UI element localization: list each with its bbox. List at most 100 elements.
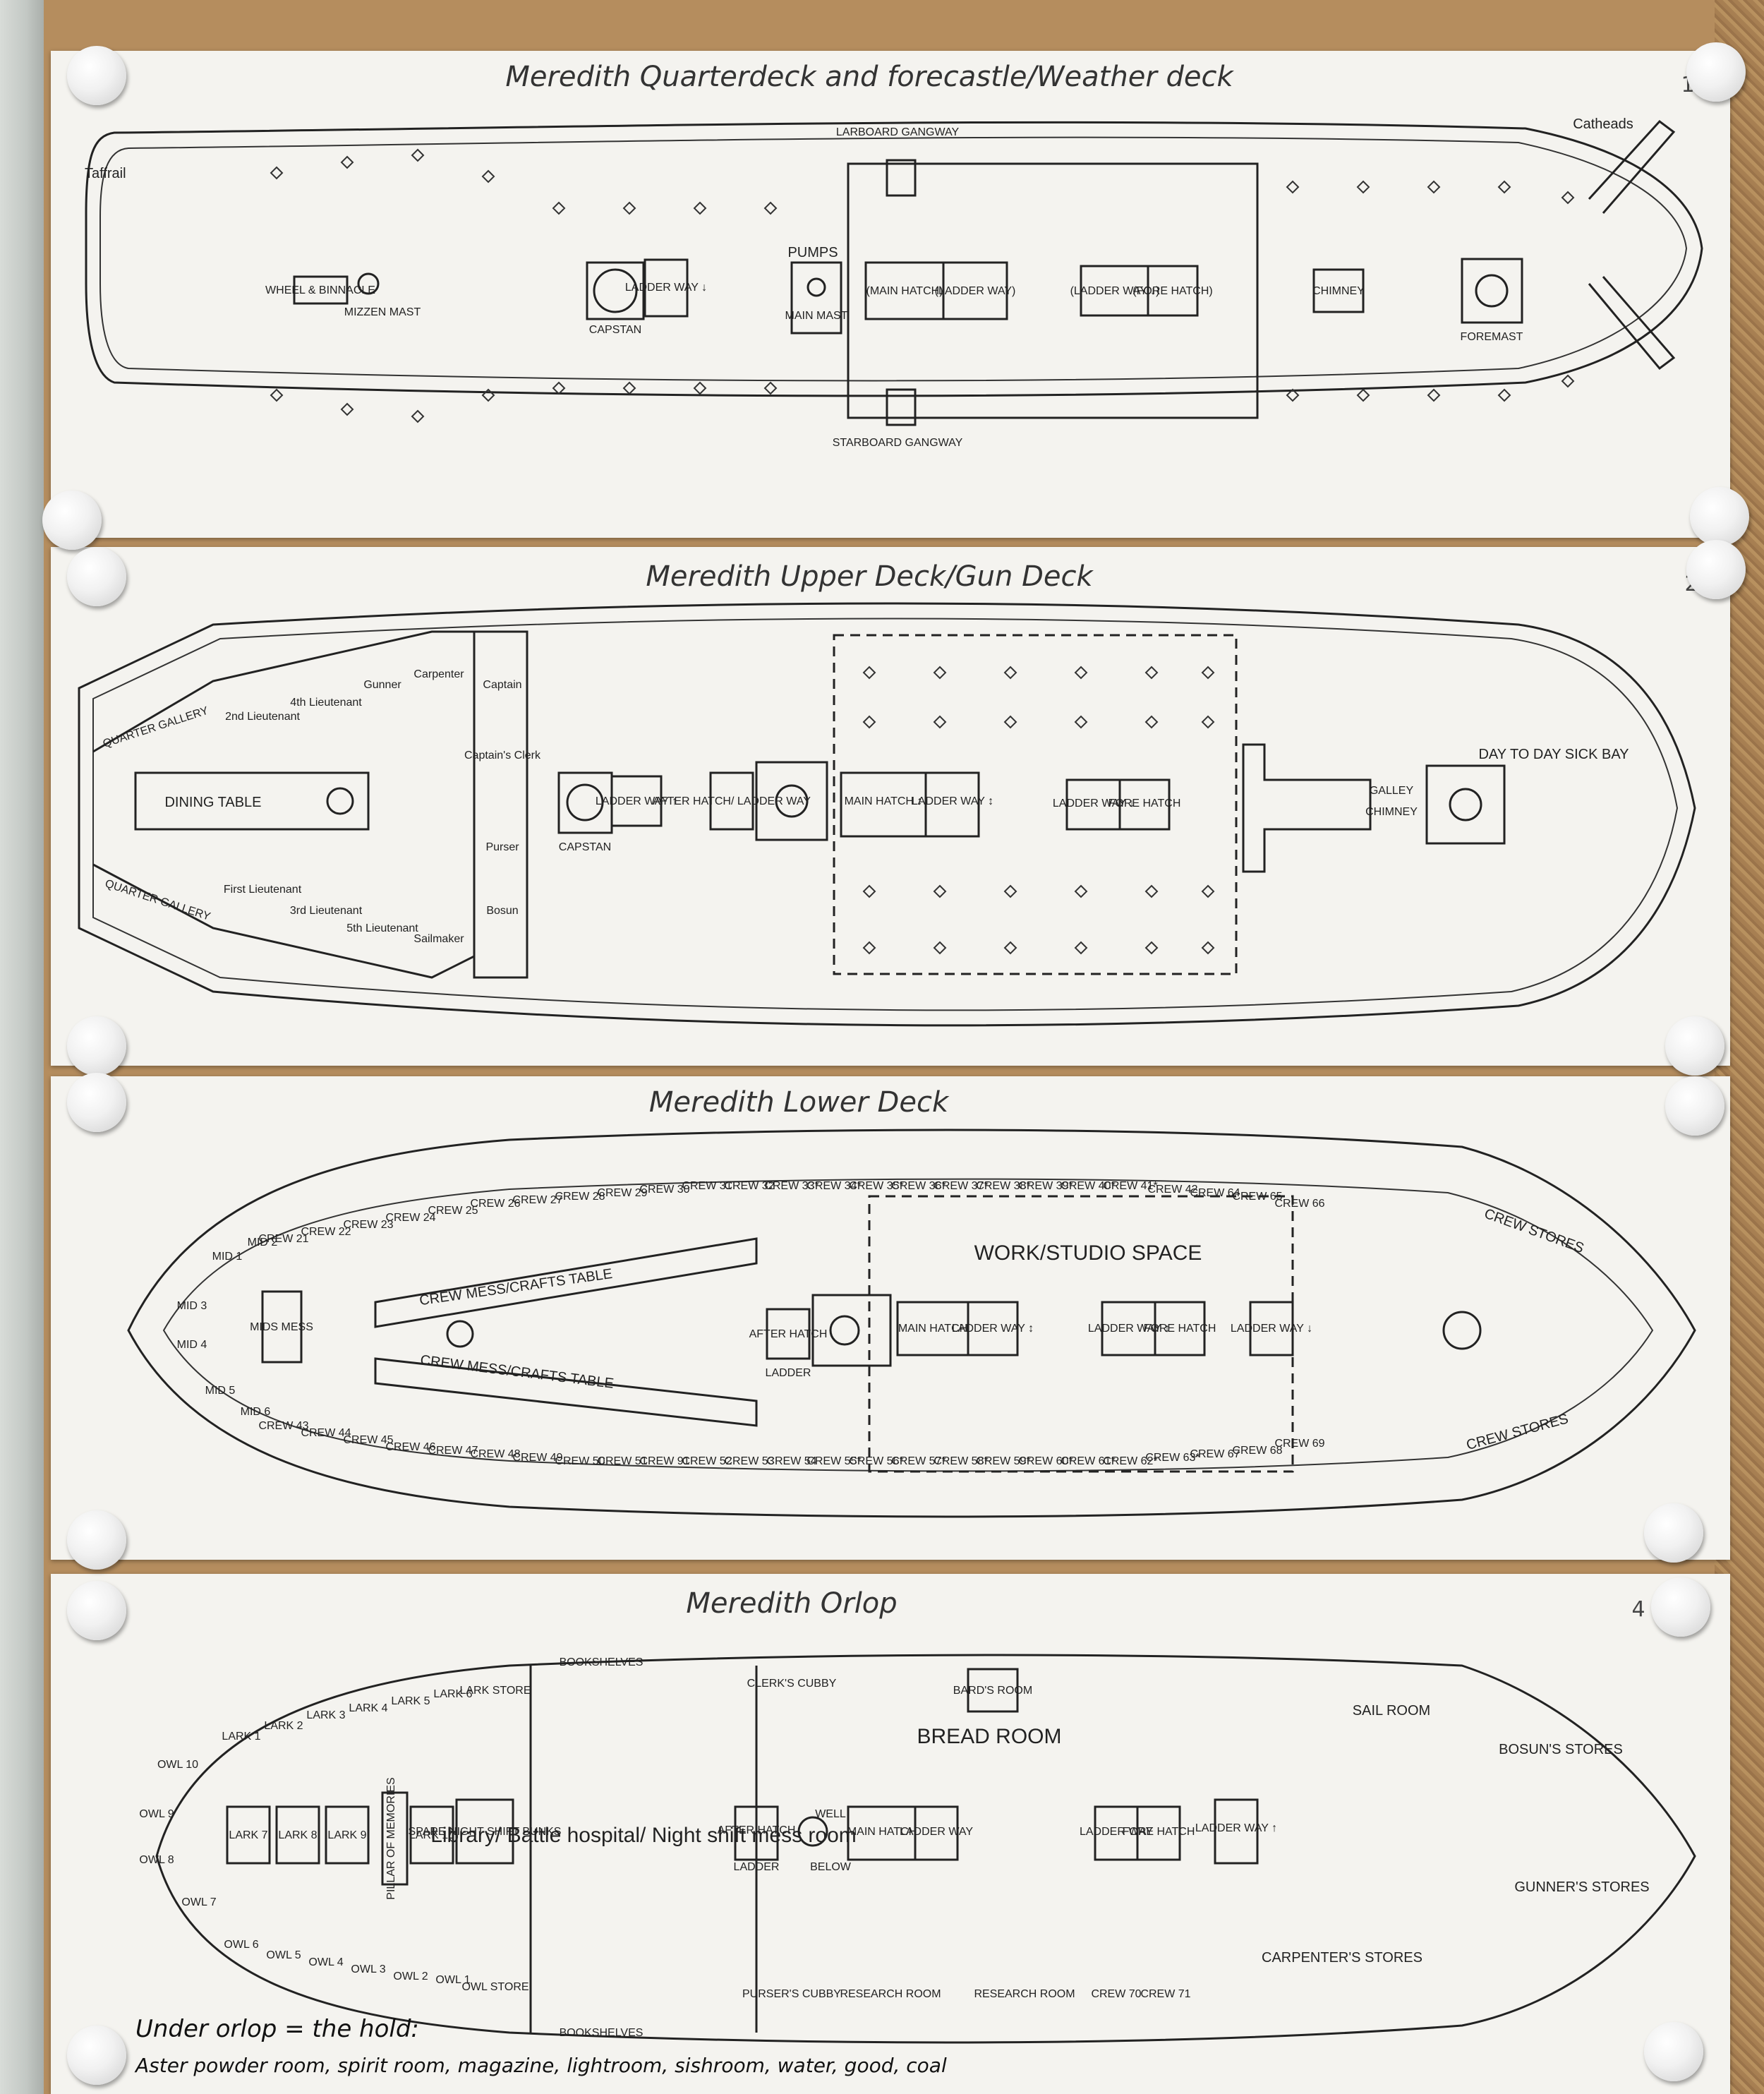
weather-hull xyxy=(85,121,1703,397)
weather-deck-title: Meredith Quarterdeck and forecastle/Weat… xyxy=(505,61,1234,93)
lark-10 xyxy=(409,1805,454,1865)
label-captains-clerk: Captain's Clerk xyxy=(464,750,541,762)
label-lower-ladder-fwd: LADDER WAY ↕ xyxy=(1088,1323,1170,1335)
lower-after-hatch xyxy=(766,1308,811,1360)
label-crew-stores-bottom: CREW STORES xyxy=(1465,1411,1570,1453)
lark-9 xyxy=(325,1805,370,1865)
label-crew-50: CREW 50 xyxy=(555,1455,605,1467)
label-wheel: WHEEL & BINNACLE xyxy=(265,284,375,296)
label-crew-56: CREW 56* xyxy=(849,1455,903,1467)
label-crew-57: CREW 57* xyxy=(891,1455,946,1467)
sheet-weather-deck: Meredith Quarterdeck and forecastle/Weat… xyxy=(51,51,1730,538)
upper-hull xyxy=(78,602,1696,1027)
upper-fore-hatch xyxy=(1118,778,1171,831)
pushpin xyxy=(67,1016,126,1076)
label-upper-capstan: CAPSTAN xyxy=(559,841,611,853)
label-carpenter: Carpenter xyxy=(413,668,464,680)
label-gunner: Gunner xyxy=(363,679,401,691)
upper-foremast-box xyxy=(1425,764,1506,845)
lark-8 xyxy=(275,1805,320,1865)
label-crew-40: CREW 40* xyxy=(1061,1180,1115,1192)
label-crew-28: CREW 28 xyxy=(555,1191,605,1203)
label-crew-44: CREW 44 xyxy=(301,1427,351,1439)
label-ladder-way-mid: (LADDER WAY) xyxy=(935,285,1016,297)
label-library: Library/ Battle hospital/ Night shift me… xyxy=(430,1824,857,1847)
label-ladder-way-fwd: (LADDER WAY ↓) xyxy=(1070,285,1160,297)
label-purser: Purser xyxy=(485,841,519,853)
label-lower-ladder-mid: LADDER WAY ↕ xyxy=(952,1323,1034,1335)
upper-capstan xyxy=(566,783,604,822)
sheet-orlop: Meredith Orlop 4 LARK 1 LARK 2 LARK 3 LA… xyxy=(51,1574,1730,2094)
label-crew-67: CREW 67 xyxy=(1190,1448,1240,1460)
label-owl-7: OWL 7 xyxy=(181,1896,216,1908)
label-pillar: PILLAR OF MEMORIES xyxy=(385,1777,397,1899)
pushpin xyxy=(1651,1577,1710,1637)
main-mast xyxy=(807,277,826,297)
library-walls xyxy=(529,1666,758,2033)
label-mid-3: MID 3 xyxy=(177,1300,207,1312)
label-orlop-ladder: LADDER xyxy=(734,1861,780,1873)
label-crew-51: CREW 51 xyxy=(597,1455,647,1467)
label-work-studio: WORK/STUDIO SPACE xyxy=(974,1241,1202,1265)
label-lark-6: LARK 6 xyxy=(433,1688,472,1700)
label-crew-31: CREW 31 xyxy=(682,1180,732,1192)
label-dining-table: DINING TABLE xyxy=(164,795,261,810)
label-crew-43: CREW 43 xyxy=(258,1420,308,1432)
label-foremast: FOREMAST xyxy=(1461,331,1523,343)
label-lark-store: LARK STORE xyxy=(459,1685,531,1697)
label-lark-8: LARK 8 xyxy=(278,1829,317,1841)
label-crew-70: CREW 70 xyxy=(1091,1988,1141,2000)
label-upper-ladder-mid: LADDER WAY ↕ xyxy=(912,795,993,807)
label-upper-after-hatch: AFTER HATCH/ LADDER WAY xyxy=(653,795,811,807)
fore-hatch xyxy=(1147,265,1199,317)
lark-7 xyxy=(226,1805,271,1865)
label-orlop-main-hatch: MAIN HATCH xyxy=(847,1826,917,1838)
pushpin xyxy=(1644,2022,1703,2081)
label-pumps: PUMPS xyxy=(787,245,838,260)
pushpin xyxy=(1644,1503,1703,1563)
label-owl-2: OWL 2 xyxy=(393,1970,428,1982)
label-catheads: Catheads xyxy=(1573,116,1633,132)
label-quarter-gallery-top: QUARTER GALLERY xyxy=(102,704,210,750)
label-crew-mess-2: CREW MESS/CRAFTS TABLE xyxy=(419,1352,615,1391)
label-owl-1: OWL 1 xyxy=(435,1974,470,1986)
label-crew-53: CREW 53 xyxy=(724,1455,774,1467)
orlop-note-2: Aster powder room, spirit room, magazine… xyxy=(135,2054,947,2077)
upper-deck-title: Meredith Upper Deck/Gun Deck xyxy=(646,560,1094,593)
label-crew-24: CREW 24 xyxy=(385,1212,435,1224)
label-crew-61: CREW 61* xyxy=(1061,1455,1115,1467)
label-orlop-fore-hatch: FORE HATCH xyxy=(1123,1826,1195,1838)
label-main-mast: MAIN MAST xyxy=(785,310,848,322)
sheet-upper-deck: Meredith Upper Deck/Gun Deck 2 QUARTER G… xyxy=(51,547,1730,1066)
capstan-box xyxy=(586,261,645,320)
waist-opening xyxy=(847,162,1259,419)
label-larboard: LARBOARD GANGWAY xyxy=(836,126,960,138)
label-crew-23: CREW 23 xyxy=(343,1219,393,1231)
upper-guns xyxy=(862,666,1215,955)
upper-ladder-mid xyxy=(924,771,980,838)
lower-deck-title: Meredith Lower Deck xyxy=(649,1086,950,1119)
label-mid-1: MID 1 xyxy=(212,1251,243,1263)
label-crew-71: CREW 71 xyxy=(1140,1988,1190,2000)
label-below: BELOW xyxy=(810,1861,852,1873)
pillar-of-memories xyxy=(381,1791,409,1886)
lower-main-mast xyxy=(829,1315,860,1346)
chimney xyxy=(1312,268,1365,313)
label-orlop-ladder-bow: LADDER WAY ↑ xyxy=(1195,1822,1277,1834)
label-owl-store: OWL STORE xyxy=(461,1981,528,1993)
label-lark-5: LARK 5 xyxy=(391,1695,430,1707)
label-day-sick-bay: DAY TO DAY SICK BAY xyxy=(1478,747,1629,762)
dining-table xyxy=(134,771,370,831)
well xyxy=(797,1816,828,1847)
pushpin xyxy=(67,1581,126,1640)
label-lark-2: LARK 2 xyxy=(264,1720,303,1732)
label-bosuns-stores: BOSUN'S STORES xyxy=(1499,1742,1623,1757)
label-crew-39: CREW 39* xyxy=(1018,1180,1073,1192)
label-lark-9: LARK 9 xyxy=(327,1829,366,1841)
lower-hull xyxy=(127,1129,1696,1518)
label-owl-9: OWL 9 xyxy=(139,1808,174,1820)
label-crew-91: CREW 91 xyxy=(639,1455,689,1467)
label-crew-25: CREW 25 xyxy=(428,1205,478,1217)
lower-deck-plan: Meredith Lower Deck 3 CREW 21 CREW 22 CR… xyxy=(127,1086,1696,1518)
upper-main-mast-box xyxy=(755,761,828,841)
